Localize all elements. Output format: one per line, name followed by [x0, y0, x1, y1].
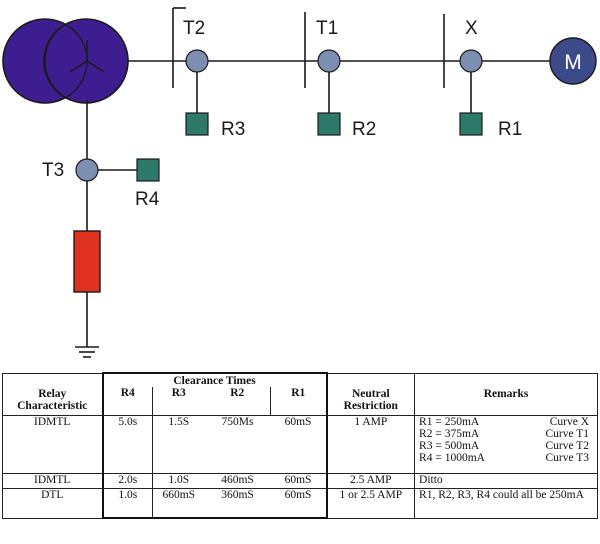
header-r3: R3	[171, 387, 186, 399]
ct-node-t2	[185, 49, 209, 73]
relay-r1	[459, 112, 483, 136]
node-label-t2: T2	[183, 18, 205, 39]
cell-characteristic: DTL	[2, 487, 103, 519]
header-relay-characteristic: Relay Characteristic	[2, 372, 103, 416]
motor-label: M	[564, 51, 582, 74]
cell-r4: 2.0s	[101, 472, 153, 489]
header-neutral-restriction: Neutral Restriction	[326, 372, 416, 416]
clearance-times-table-wrapper: Relay Characteristic Clearance Times Neu…	[2, 372, 599, 541]
ct-node-t1	[317, 49, 341, 73]
cell-r2: 460mS	[204, 472, 271, 489]
cell-r4: 5.0s	[101, 414, 153, 474]
cell-r3: 1.5S	[152, 414, 205, 474]
cell-r1: 60mS	[270, 487, 328, 519]
relay-label-r4: R4	[135, 189, 160, 210]
motor-symbol	[549, 37, 597, 85]
header-r1: R1	[269, 387, 328, 416]
table-row: IDMTL 2.0s 1.0S 460mS 60mS 2.5 AMP Ditto	[2, 472, 599, 489]
cell-r2: 750Ms	[204, 414, 271, 474]
table-row: IDMTL 5.0s 1.5S 750Ms 60mS 1 AMP R1 = 25…	[2, 414, 599, 474]
table-row: DTL 1.0s 660mS 360mS 60mS 1 or 2.5 AMP R…	[2, 487, 599, 519]
cell-r4: 1.0s	[101, 487, 153, 519]
header-remarks: Remarks	[414, 372, 599, 416]
cell-r1: 60mS	[270, 472, 328, 489]
node-label-x: X	[465, 18, 478, 39]
relay-r4	[136, 158, 160, 182]
cell-neutral: 2.5 AMP	[326, 472, 416, 489]
relay-label-r3: R3	[221, 119, 245, 140]
node-label-t3: T3	[42, 160, 64, 181]
node-label-t1: T1	[316, 18, 338, 39]
earth-symbol	[75, 346, 99, 358]
cell-neutral: 1 or 2.5 AMP	[326, 487, 416, 519]
cell-r3: 1.0S	[152, 472, 205, 489]
clearance-times-table: Relay Characteristic Clearance Times Neu…	[2, 372, 599, 519]
single-line-diagram: M T2 T1 X R3 R2 R1 T3 R4	[2, 7, 597, 358]
header-r4: R4	[101, 387, 153, 416]
cell-r3: 660mS	[152, 487, 205, 519]
ct-node-x	[459, 49, 483, 73]
cell-r2: 360mS	[204, 487, 271, 519]
header-r2: R2	[230, 387, 245, 399]
cell-remarks: R1, R2, R3, R4 could all be 250mA	[414, 487, 599, 519]
cell-neutral: 1 AMP	[326, 414, 416, 474]
relay-r2	[317, 112, 341, 136]
transformer-symbol	[2, 18, 129, 104]
ct-node-t3	[75, 158, 99, 182]
relay-label-r2: R2	[352, 119, 376, 140]
earthing-resistor	[73, 230, 101, 293]
cell-remarks: Ditto	[414, 472, 599, 489]
relay-label-r1: R1	[498, 119, 522, 140]
cell-r1: 60mS	[270, 414, 328, 474]
cell-characteristic: IDMTL	[2, 414, 103, 474]
header-clearance-times: Clearance Times	[101, 372, 328, 387]
relay-r3	[185, 112, 209, 136]
cell-characteristic: IDMTL	[2, 472, 103, 489]
